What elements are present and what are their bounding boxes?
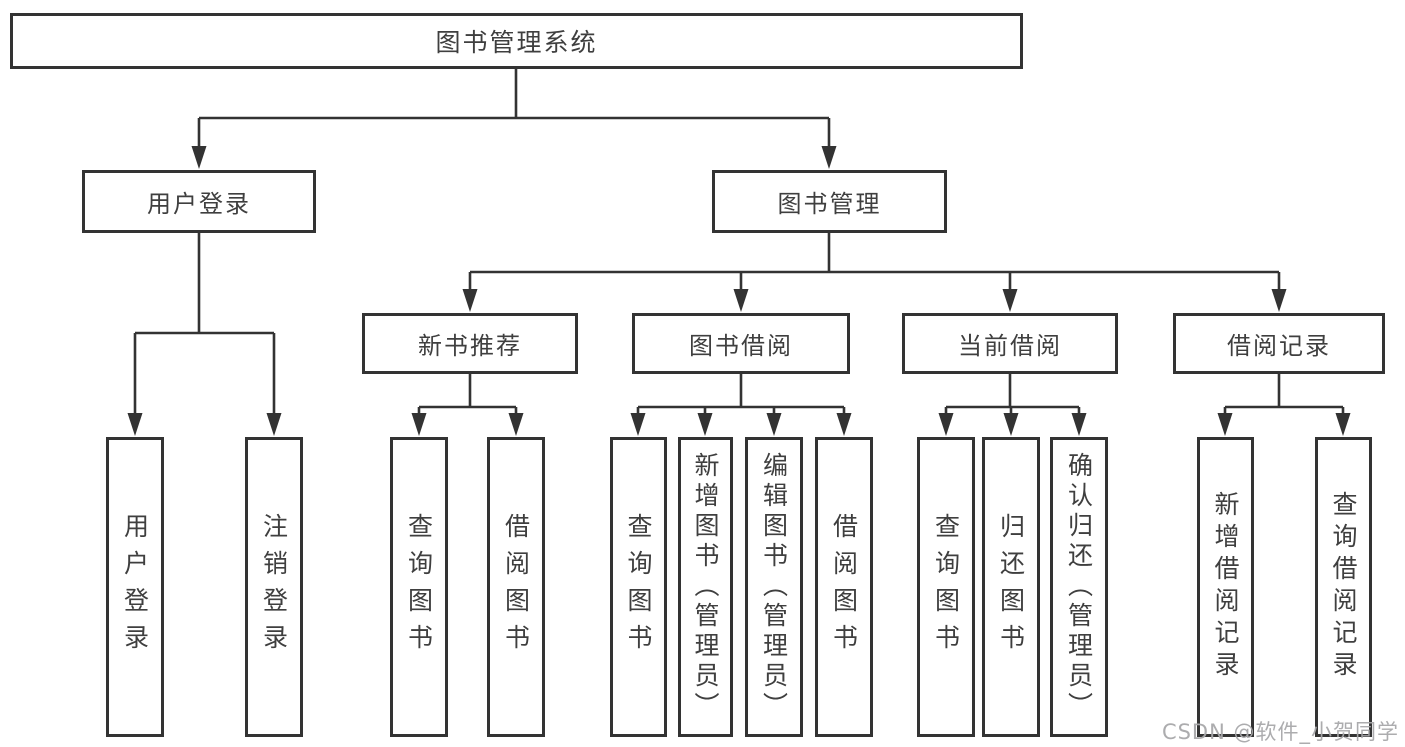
- node-label: 新书推荐: [418, 332, 522, 360]
- node-user-login: 用户登录: [82, 170, 316, 233]
- node-label: 用户登录: [147, 190, 251, 218]
- node-borrowing-records: 借阅记录: [1173, 313, 1385, 374]
- node-library-management-system: 图书管理系统: [10, 13, 1023, 69]
- csdn-watermark: CSDN @软件_小贺同学: [1161, 720, 1399, 744]
- leaf-user-login: 用户登录: [106, 437, 164, 737]
- node-label: 编辑图书（管理员）: [759, 452, 789, 722]
- node-new-book-recommendation: 新书推荐: [362, 313, 578, 374]
- leaf-confirm-return-admin: 确认归还（管理员）: [1050, 437, 1108, 737]
- node-label: 当前借阅: [958, 332, 1062, 360]
- node-current-borrowing: 当前借阅: [902, 313, 1118, 374]
- node-book-management: 图书管理: [712, 170, 947, 233]
- node-label: 图书借阅: [689, 332, 793, 360]
- node-label: 新增借阅记录: [1211, 491, 1240, 683]
- leaf-add-borrow-record: 新增借阅记录: [1197, 437, 1254, 737]
- node-label: 确认归还（管理员）: [1064, 452, 1094, 722]
- node-label: 借阅记录: [1227, 332, 1331, 360]
- leaf-return-books: 归还图书: [982, 437, 1040, 737]
- arrowhead-icons: [127, 146, 1351, 436]
- node-label: 查询图书: [404, 513, 434, 661]
- node-label: 注销登录: [259, 513, 289, 661]
- leaf-add-book-admin: 新增图书（管理员）: [678, 437, 733, 737]
- leaf-logout-login: 注销登录: [245, 437, 303, 737]
- node-label: 查询图书: [624, 513, 653, 661]
- node-label: 新增图书（管理员）: [691, 452, 720, 722]
- node-label: 归还图书: [996, 513, 1026, 661]
- node-label: 借阅图书: [829, 513, 859, 661]
- leaf-edit-book-admin: 编辑图书（管理员）: [745, 437, 803, 737]
- node-book-borrowing: 图书借阅: [632, 313, 850, 374]
- node-label: 借阅图书: [501, 513, 531, 661]
- leaf-search-books-borrowing: 查询图书: [610, 437, 667, 737]
- leaf-search-books-recommend: 查询图书: [390, 437, 448, 737]
- node-label: 用户登录: [120, 513, 150, 661]
- node-label: 查询借阅记录: [1329, 491, 1358, 683]
- node-label: 图书管理系统: [435, 28, 598, 57]
- node-label: 图书管理: [777, 190, 882, 218]
- leaf-borrow-books-recommend: 借阅图书: [487, 437, 545, 737]
- node-label: 查询图书: [931, 513, 961, 661]
- leaf-borrow-books-borrowing: 借阅图书: [815, 437, 873, 737]
- leaf-search-books-current: 查询图书: [917, 437, 975, 737]
- leaf-search-borrow-record: 查询借阅记录: [1315, 437, 1372, 737]
